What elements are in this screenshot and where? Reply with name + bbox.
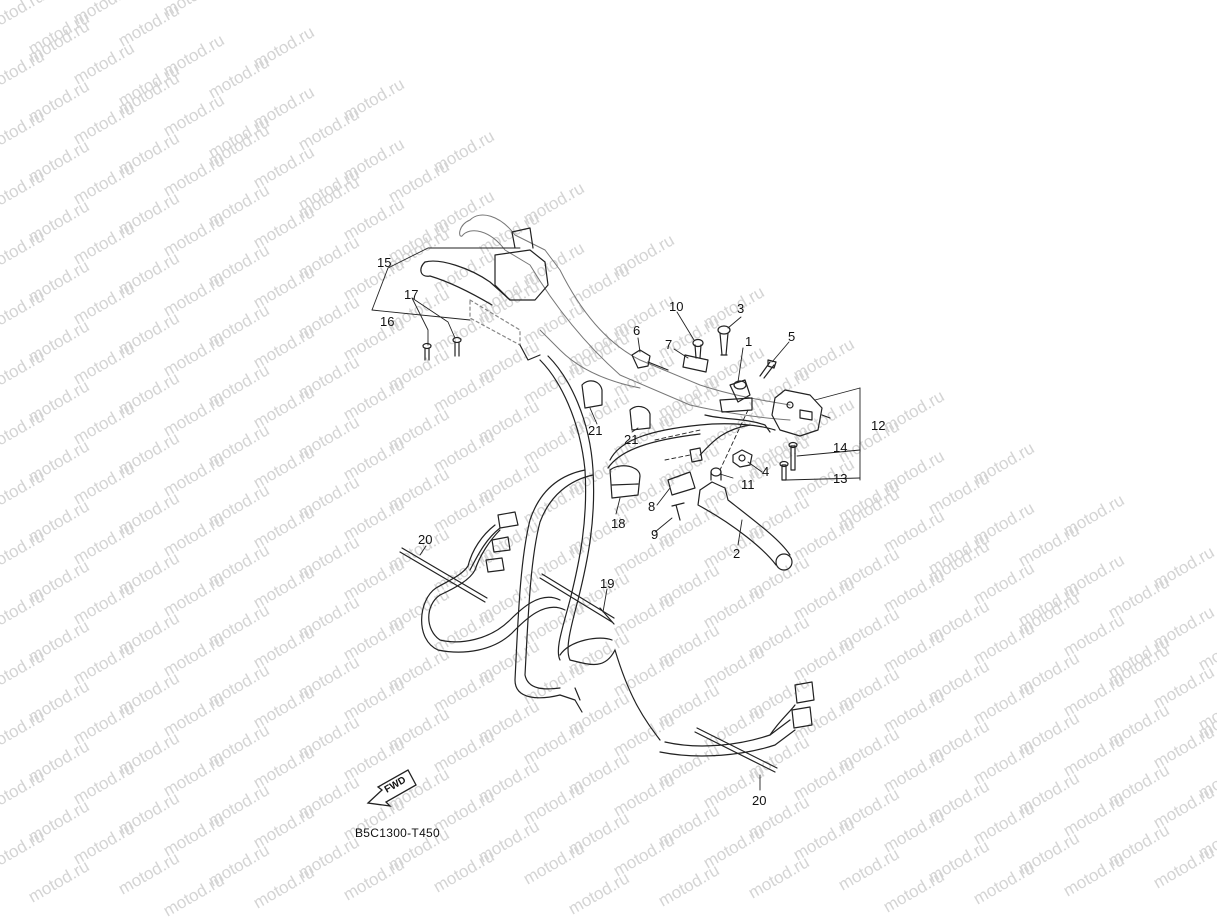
collar-11	[710, 467, 722, 481]
clamp-21a	[581, 380, 603, 409]
screw-9	[671, 502, 685, 521]
connectors-right	[769, 681, 815, 736]
bolt-3	[717, 325, 731, 356]
callout-17: 17	[404, 287, 419, 302]
callout-14: 14	[833, 440, 848, 455]
wiring-harness	[421, 355, 796, 757]
callout-3: 3	[737, 301, 745, 316]
clip-7	[682, 354, 709, 373]
nut-4	[732, 449, 753, 468]
callout-7: 7	[665, 337, 673, 352]
callout-20b: 20	[752, 793, 767, 808]
handlebar	[459, 214, 791, 421]
left-lever-assembly	[420, 227, 549, 361]
callout-18: 18	[611, 516, 626, 531]
callout-12: 12	[871, 418, 886, 433]
cable-tie-20a	[399, 547, 488, 603]
callout-13: 13	[833, 471, 848, 486]
screw-17	[452, 336, 462, 357]
callout-11: 11	[741, 477, 755, 492]
bolt-5	[759, 359, 777, 379]
callout-10: 10	[669, 299, 684, 314]
callout-15: 15	[377, 255, 392, 270]
leader-lines	[371, 247, 861, 791]
bolt-6	[631, 349, 669, 371]
callout-19: 19	[600, 576, 615, 591]
clamp-18	[609, 465, 641, 499]
bolt-10	[692, 338, 704, 359]
callout-21b: 21	[624, 432, 639, 447]
callout-20a: 20	[418, 532, 433, 547]
callout-21a: 21	[588, 423, 603, 438]
right-switch-assembly	[771, 389, 831, 437]
screw-16	[422, 342, 432, 361]
connectors-left	[469, 511, 519, 573]
callout-9: 9	[651, 527, 659, 542]
lever-2	[697, 481, 793, 571]
cable-tie-19	[539, 573, 615, 625]
callout-8: 8	[648, 499, 656, 514]
callout-16: 16	[380, 314, 395, 329]
lever-holder	[704, 379, 771, 433]
diagram-code: B5C1300-T450	[355, 826, 440, 840]
clamp-21b	[629, 405, 651, 431]
fwd-arrow-icon: FWD	[366, 769, 417, 807]
switch-8	[667, 424, 751, 496]
callout-1: 1	[745, 334, 753, 349]
screw-14	[788, 441, 798, 471]
screw-13	[779, 460, 789, 481]
callout-5: 5	[788, 329, 796, 344]
cable-tie-20b	[694, 727, 778, 773]
callout-4: 4	[762, 464, 770, 479]
callout-2: 2	[733, 546, 741, 561]
callout-6: 6	[633, 323, 641, 338]
